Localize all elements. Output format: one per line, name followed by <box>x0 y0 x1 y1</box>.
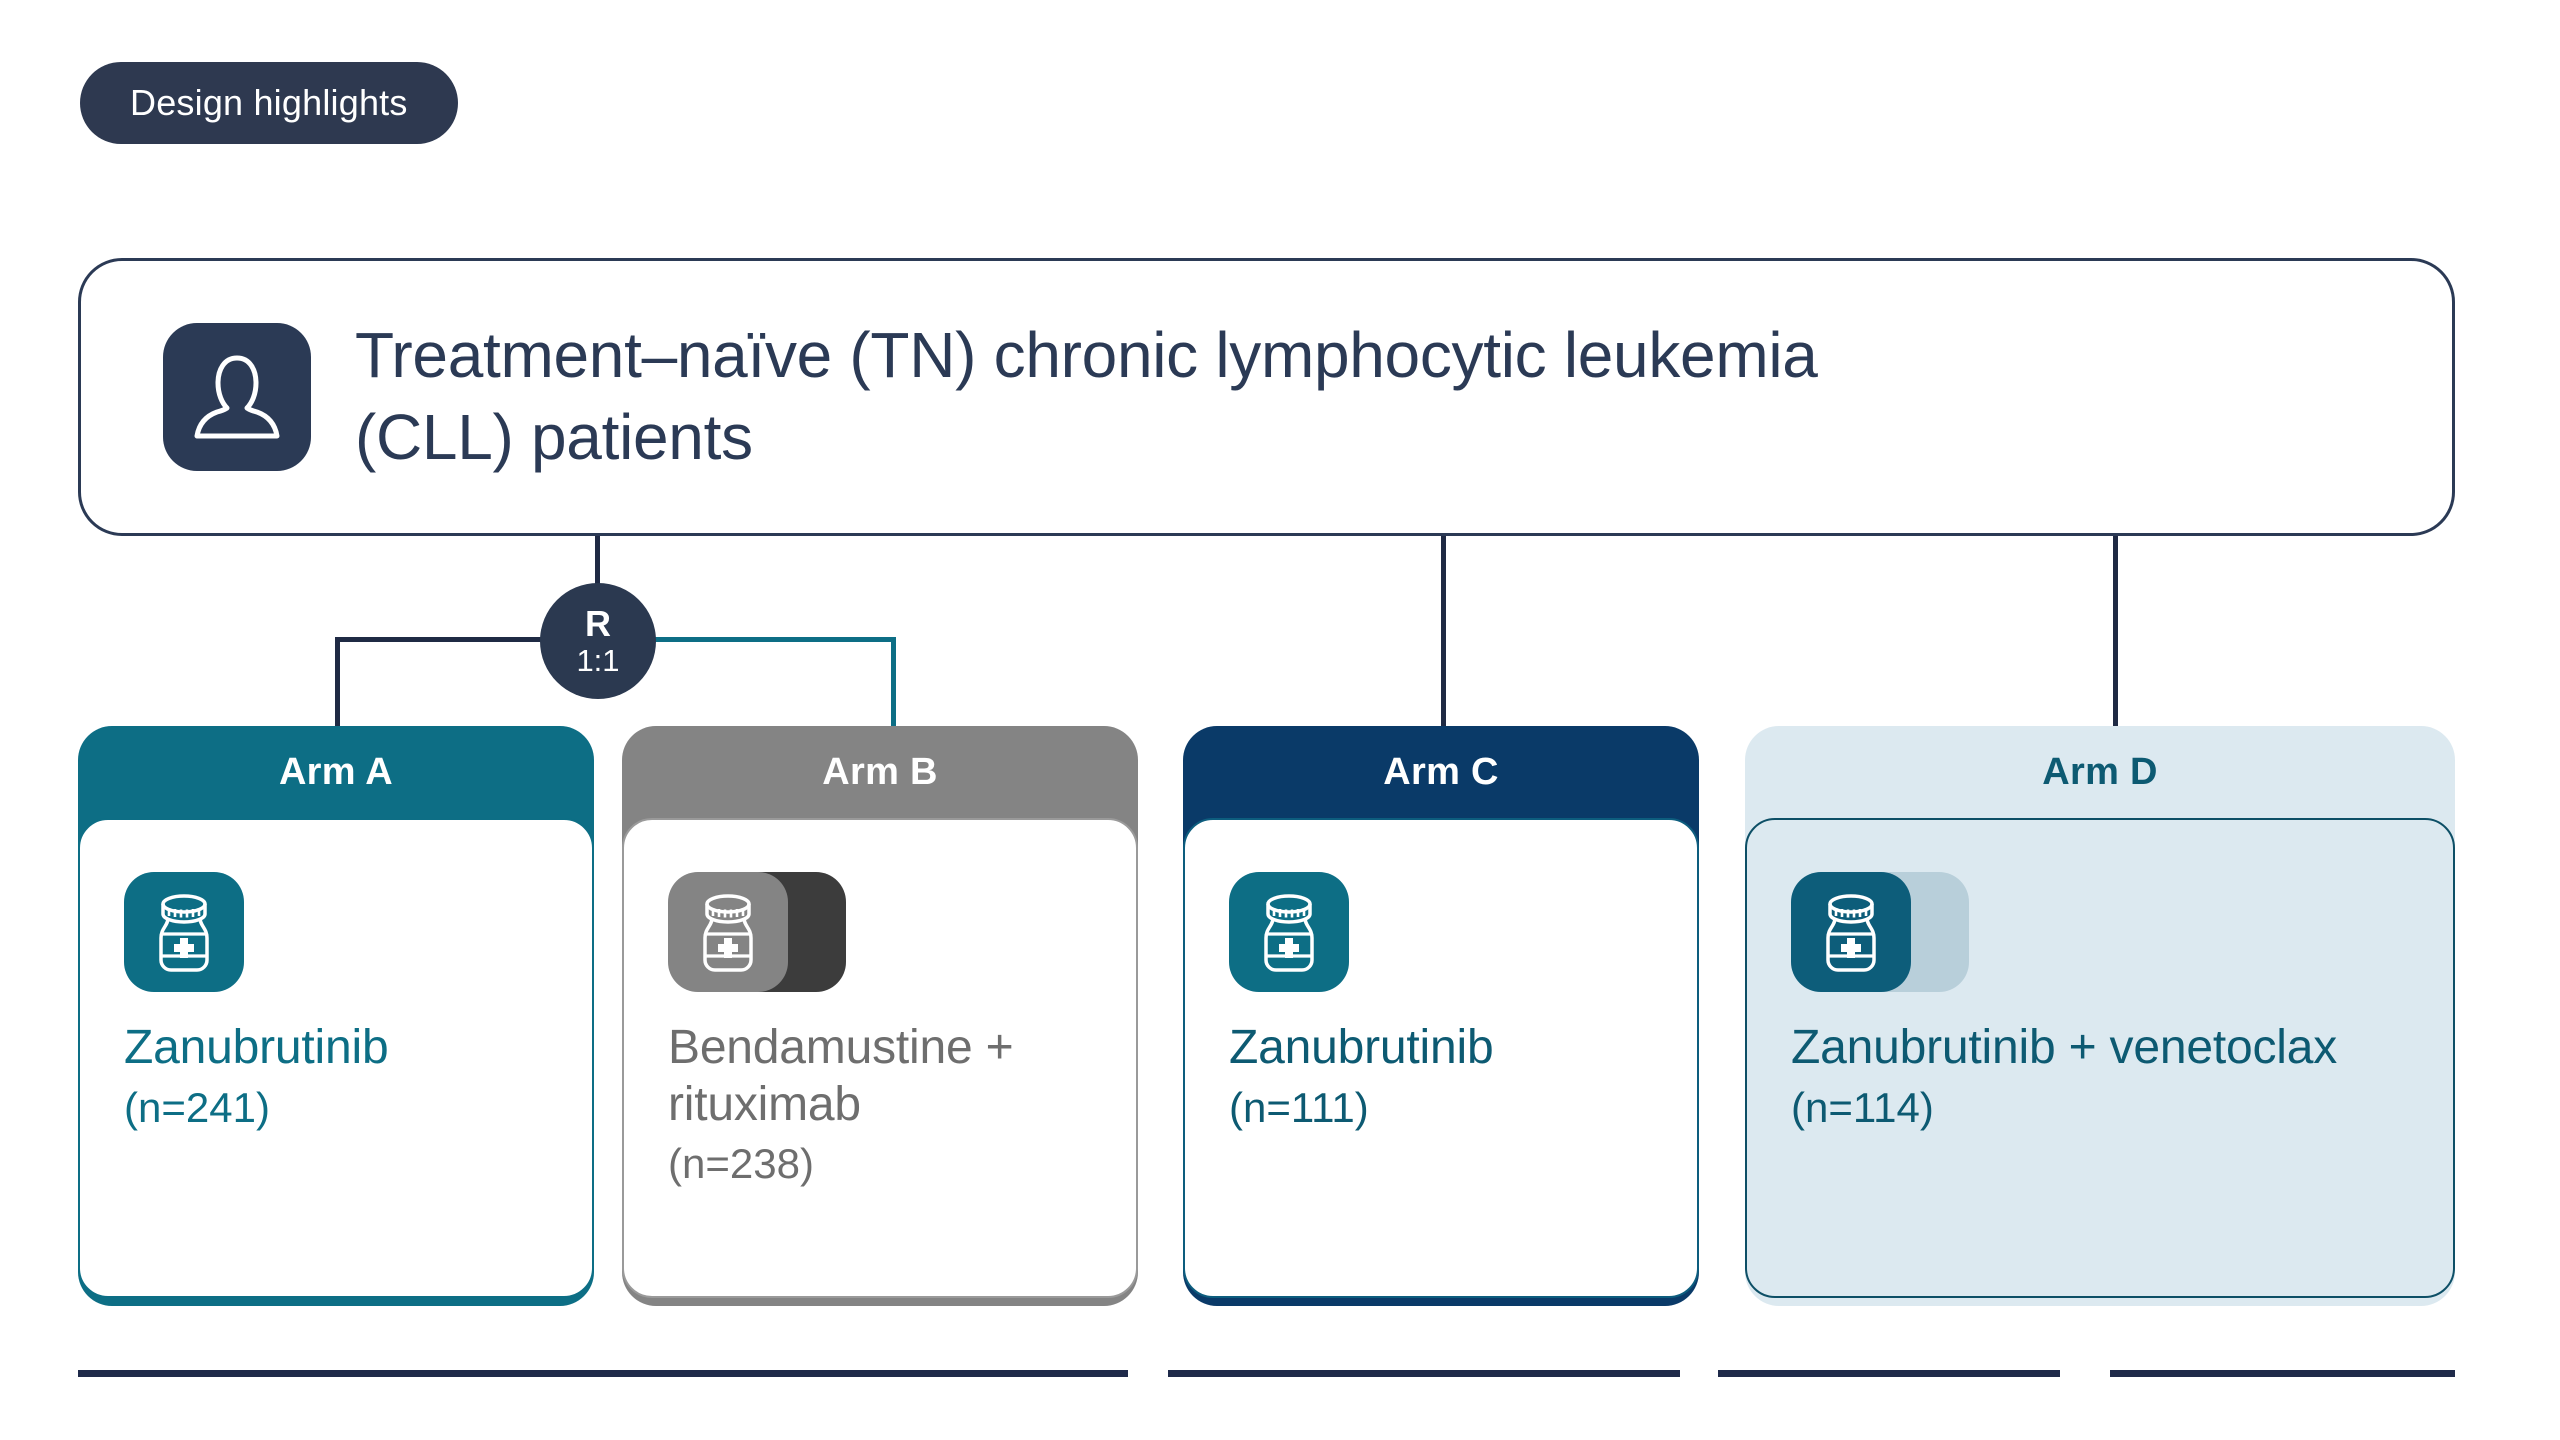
connector-bracket-arm-a <box>335 637 547 642</box>
randomization-ratio: 1:1 <box>576 643 620 678</box>
connector-drop-arm-d <box>2113 536 2118 729</box>
design-highlights-badge: Design highlights <box>80 62 458 144</box>
randomization-label: R <box>585 603 611 644</box>
arm-b-drug-name: Bendamustine + rituximab <box>668 1021 1014 1131</box>
pill-bottle-icon <box>668 872 788 992</box>
arm-card-b[interactable]: Arm B Bendamustine + rituximab (n=238) <box>622 726 1138 1306</box>
arm-d-label: Arm D <box>2042 750 2158 793</box>
connector-drop-arm-c <box>1441 536 1446 729</box>
connector-stem-randomization <box>595 536 600 586</box>
arm-c-label: Arm C <box>1383 750 1499 793</box>
arm-b-inner-card: Bendamustine + rituximab (n=238) <box>622 818 1138 1298</box>
arm-c-drug-name: Zanubrutinib <box>1229 1021 1494 1074</box>
arm-card-c[interactable]: Arm C Zanubrutinib (n=111) <box>1183 726 1699 1306</box>
bottom-rule-c <box>1168 1370 1680 1377</box>
pill-bottle-icon <box>1791 872 1911 992</box>
arm-card-d[interactable]: Arm D Zanubrutinib + venetoclax (n=114) <box>1745 726 2455 1306</box>
arm-a-inner-card: Zanubrutinib (n=241) <box>78 818 594 1298</box>
arm-a-sample-size: (n=241) <box>124 1083 270 1131</box>
bottom-rule-d1 <box>1718 1370 2060 1377</box>
arm-c-inner-card: Zanubrutinib (n=111) <box>1183 818 1699 1298</box>
arm-b-icon-stack <box>668 872 868 992</box>
arm-d-inner-card: Zanubrutinib + venetoclax (n=114) <box>1745 818 2455 1298</box>
pill-bottle-icon <box>124 872 244 992</box>
bottom-rule-ab <box>78 1370 1128 1377</box>
arm-d-sample-size: (n=114) <box>1791 1083 1934 1131</box>
connector-drop-arm-b <box>891 637 896 729</box>
bottom-rule-d2 <box>2110 1370 2455 1377</box>
population-title: Treatment–naïve (TN) chronic lymphocytic… <box>355 319 1818 473</box>
arm-d-icon-stack <box>1791 872 1991 992</box>
arm-b-label: Arm B <box>822 750 938 793</box>
patient-avatar-icon <box>163 323 311 471</box>
arm-c-icon-stack <box>1229 872 1429 992</box>
pill-bottle-icon <box>1229 872 1349 992</box>
design-highlights-label: Design highlights <box>130 82 408 123</box>
arm-a-label: Arm A <box>278 750 394 793</box>
arm-a-icon-stack <box>124 872 324 992</box>
connector-drop-arm-a <box>335 637 340 729</box>
randomization-node: R 1:1 <box>540 583 656 699</box>
population-box: Treatment–naïve (TN) chronic lymphocytic… <box>78 258 2455 536</box>
arm-c-sample-size: (n=111) <box>1229 1083 1369 1131</box>
arm-a-drug-name: Zanubrutinib <box>124 1021 389 1074</box>
arm-d-drug-name: Zanubrutinib + venetoclax <box>1791 1021 2338 1074</box>
arm-card-a[interactable]: Arm A Zanubrutinib (n=241) <box>78 726 594 1306</box>
arm-b-sample-size: (n=238) <box>668 1140 814 1188</box>
connector-bracket-arm-b <box>649 637 896 642</box>
